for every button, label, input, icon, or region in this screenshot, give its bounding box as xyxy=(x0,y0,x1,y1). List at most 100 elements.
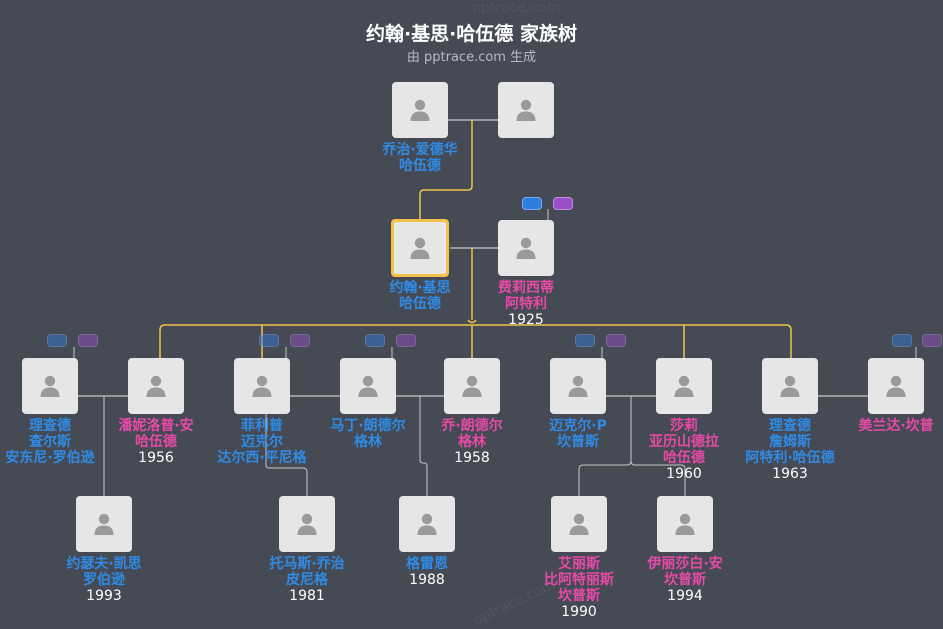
person-name-line: 约翰·基思 xyxy=(389,280,451,296)
person-card[interactable] xyxy=(340,358,396,414)
person-avatar-icon xyxy=(93,512,115,535)
person-birth-year: 1981 xyxy=(289,588,325,604)
person-card[interactable] xyxy=(391,219,449,277)
person-name-line: 哈伍德 xyxy=(663,450,705,466)
descent-link xyxy=(265,396,308,496)
person-card[interactable] xyxy=(762,358,818,414)
person-name-line: 托马斯·乔治 xyxy=(269,556,345,572)
person-card[interactable] xyxy=(551,496,607,552)
person-card[interactable] xyxy=(392,82,448,138)
person-name-line: 安东尼·罗伯逊 xyxy=(5,450,95,466)
person-name-line: 美兰达·坎普 xyxy=(858,418,934,434)
person-card[interactable] xyxy=(656,358,712,414)
person-name-line: 坎普斯 xyxy=(664,572,706,588)
person-name-line: 坎普斯 xyxy=(557,434,599,450)
person-avatar-icon xyxy=(357,374,379,397)
page-title: 约翰·基思·哈伍德 家族树 xyxy=(365,23,578,45)
person-avatar-icon xyxy=(461,374,483,397)
person-name-line: 菲利普 xyxy=(241,418,283,434)
person-name-line: 迈克尔·P xyxy=(549,418,607,434)
person-name-line: 哈伍德 xyxy=(399,158,441,174)
descent-link-highlight xyxy=(159,324,792,358)
descent-link xyxy=(630,460,686,496)
person-avatar-icon xyxy=(568,512,590,535)
person-avatar-icon xyxy=(673,374,695,397)
person-name-line: 坎普斯 xyxy=(558,588,600,604)
person-name-line: 迈克尔 xyxy=(241,434,283,450)
person-birth-year: 1958 xyxy=(454,450,490,466)
descent-link xyxy=(419,396,428,496)
person-card[interactable] xyxy=(76,496,132,552)
pill-purple-toggle[interactable] xyxy=(553,197,573,210)
pill-purple-toggle[interactable] xyxy=(396,334,416,347)
person-label: 理查德查尔斯安东尼·罗伯逊 xyxy=(0,418,140,466)
person-name-line: 伊丽莎白·安 xyxy=(647,556,723,572)
person-avatar-icon xyxy=(779,374,801,397)
person-name-line: 詹姆斯 xyxy=(769,434,811,450)
person-card[interactable] xyxy=(279,496,335,552)
person-label: 马丁·朗德尔格林 xyxy=(278,418,458,450)
person-card[interactable] xyxy=(399,496,455,552)
descent-link-highlight xyxy=(467,319,477,324)
person-card[interactable] xyxy=(498,82,554,138)
person-birth-year: 1960 xyxy=(666,466,702,482)
person-avatar-icon xyxy=(145,374,167,397)
person-avatar-icon xyxy=(515,236,537,259)
person-birth-year: 1956 xyxy=(138,450,174,466)
person-avatar-icon xyxy=(409,236,431,259)
person-name-line: 阿特利·哈伍德 xyxy=(745,450,835,466)
person-name-line: 亚历山德拉 xyxy=(649,434,719,450)
person-birth-year: 1925 xyxy=(508,312,544,328)
person-name-line: 莎莉 xyxy=(670,418,698,434)
person-birth-year: 1993 xyxy=(86,588,122,604)
pill-blue-toggle[interactable] xyxy=(47,334,67,347)
person-avatar-icon xyxy=(296,512,318,535)
person-name-line: 比阿特丽斯 xyxy=(544,572,614,588)
person-card[interactable] xyxy=(22,358,78,414)
pill-purple-toggle[interactable] xyxy=(290,334,310,347)
person-label: 美兰达·坎普 xyxy=(806,418,943,434)
pill-blue-toggle[interactable] xyxy=(365,334,385,347)
person-label: 约翰·基思哈伍德 xyxy=(330,280,510,312)
person-birth-year: 1990 xyxy=(561,604,597,620)
person-card[interactable] xyxy=(657,496,713,552)
person-card[interactable] xyxy=(128,358,184,414)
person-name-line: 格林 xyxy=(458,434,486,450)
person-avatar-icon xyxy=(251,374,273,397)
person-avatar-icon xyxy=(416,512,438,535)
pill-blue-toggle[interactable] xyxy=(575,334,595,347)
person-card[interactable] xyxy=(234,358,290,414)
person-name-line: 潘妮洛普·安 xyxy=(118,418,194,434)
pill-purple-toggle[interactable] xyxy=(922,334,942,347)
person-name-line: 皮尼格 xyxy=(286,572,328,588)
person-card[interactable] xyxy=(498,220,554,276)
person-avatar-icon xyxy=(674,512,696,535)
descent-link-highlight xyxy=(419,120,473,220)
person-name-line: 马丁·朗德尔 xyxy=(330,418,406,434)
pill-purple-toggle[interactable] xyxy=(606,334,626,347)
person-card[interactable] xyxy=(444,358,500,414)
pill-blue-toggle[interactable] xyxy=(259,334,279,347)
person-birth-year: 1988 xyxy=(409,572,445,588)
person-name-line: 格林 xyxy=(354,434,382,450)
page-subtitle: 由 pptrace.com 生成 xyxy=(406,50,537,65)
pill-blue-toggle[interactable] xyxy=(522,197,542,210)
pill-purple-toggle[interactable] xyxy=(78,334,98,347)
pill-blue-toggle[interactable] xyxy=(892,334,912,347)
person-birth-year: 1963 xyxy=(772,466,808,482)
watermark-text: pptrace.com xyxy=(472,0,561,16)
person-avatar-icon xyxy=(515,98,537,121)
person-card[interactable] xyxy=(550,358,606,414)
person-name-line: 罗伯逊 xyxy=(83,572,125,588)
person-card[interactable] xyxy=(868,358,924,414)
